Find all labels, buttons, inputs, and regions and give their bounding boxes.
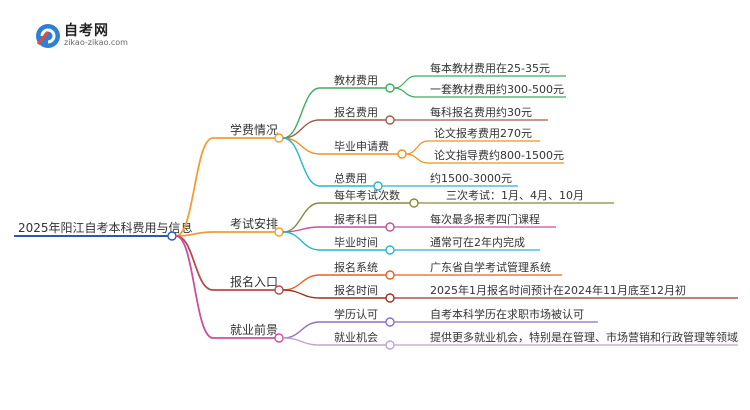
child-node — [385, 245, 395, 255]
leaf-label: 一套教材费用约300-500元 — [430, 82, 564, 96]
leaf-label: 2025年1月报名时间预计在2024年11月底至12月初 — [430, 283, 686, 297]
child-label: 报考科目 — [334, 212, 378, 226]
logo-title: 自考网 — [64, 23, 109, 39]
branch-label: 就业前景 — [230, 322, 278, 337]
branch-label: 学费情况 — [230, 122, 278, 137]
connector-line — [282, 337, 321, 346]
branch-node — [274, 333, 284, 343]
branch-node — [274, 227, 284, 237]
child-label: 每年考试次数 — [334, 188, 400, 202]
connector-line — [282, 226, 321, 233]
leaf-label: 论文报考费用270元 — [434, 126, 532, 140]
child-label: 就业机会 — [334, 330, 378, 344]
logo-icon — [36, 24, 60, 48]
connector-line — [282, 137, 321, 187]
connector-line — [282, 87, 321, 139]
connector-line — [282, 321, 321, 339]
child-label: 报名时间 — [334, 283, 378, 297]
child-label: 毕业申请费 — [334, 140, 389, 153]
leaf-label: 每次最多报考四门课程 — [430, 212, 540, 226]
connector-line — [405, 140, 429, 155]
child-node — [385, 115, 395, 125]
leaf-label: 约1500-3000元 — [430, 172, 512, 185]
child-label: 毕业时间 — [334, 236, 378, 249]
leaf-label: 每本教材费用在25-35元 — [430, 61, 550, 75]
child-node — [385, 317, 395, 327]
root-label: 2025年阳江自考本科费用与信息 — [18, 220, 193, 235]
child-label: 报名费用 — [334, 105, 378, 119]
child-node — [409, 198, 419, 208]
leaf-label: 提供更多就业机会，特别是在管理、市场营销和行政管理等领域 — [430, 330, 738, 344]
branch-node — [274, 285, 284, 295]
branch-label: 报名入口 — [230, 274, 278, 289]
connector-line — [393, 87, 417, 98]
child-label: 总费用 — [334, 171, 367, 185]
child-label: 报名系统 — [334, 260, 378, 274]
leaf-label: 通常可在2年内完成 — [430, 235, 525, 249]
leaf-label: 自考本科学历在求职市场被认可 — [430, 307, 584, 321]
leaf-label: 广东省自学考试管理系统 — [430, 260, 551, 274]
connector-line — [175, 231, 214, 237]
connector-line — [175, 235, 214, 291]
leaf-label: 三次考试：1月、4月、10月 — [446, 188, 584, 202]
connector-line — [175, 137, 214, 237]
connector-line — [282, 274, 321, 291]
child-node — [385, 270, 395, 280]
child-node — [385, 293, 395, 303]
child-node — [385, 83, 395, 93]
child-node — [385, 340, 395, 350]
child-node — [397, 149, 407, 159]
connector-line — [282, 119, 321, 139]
site-logo[interactable]: 自考网 zikao-zikao.com — [34, 20, 144, 52]
connector-line — [393, 75, 417, 89]
connector-line — [282, 231, 321, 251]
child-label: 学历认可 — [334, 307, 378, 321]
connector-line — [175, 235, 214, 339]
connector-line — [282, 289, 321, 299]
branch-node — [274, 133, 284, 143]
child-label: 教材费用 — [334, 73, 378, 87]
leaf-label: 论文指导费约800-1500元 — [434, 148, 564, 162]
child-node — [385, 222, 395, 232]
logo-subtitle: zikao-zikao.com — [64, 38, 128, 47]
leaf-label: 每科报名费用约30元 — [430, 105, 532, 119]
connector-line — [405, 153, 429, 164]
root-node — [167, 231, 177, 241]
branch-label: 考试安排 — [230, 216, 278, 231]
